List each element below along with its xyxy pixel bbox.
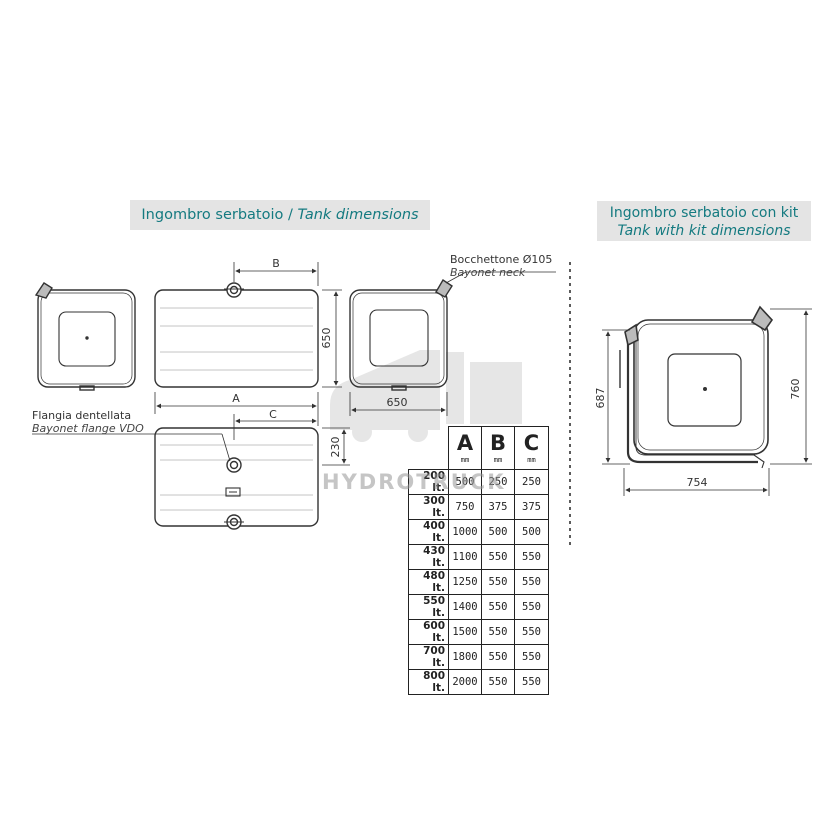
tank-end-view-right <box>349 279 453 391</box>
dim-b-cell: 550 <box>481 619 515 645</box>
flange-label-it: Flangia dentellata <box>32 409 131 422</box>
dim-b-cell: 550 <box>481 569 515 595</box>
capacity-cell: 480 lt. <box>408 569 449 595</box>
tank-top-view <box>154 427 319 530</box>
dimension-b <box>233 262 319 286</box>
kit-title-italic: Tank with kit dimensions <box>617 223 791 239</box>
dim-c-cell: 550 <box>514 569 549 595</box>
dim-b-cell: 550 <box>481 644 515 670</box>
dim-c-cell: 375 <box>514 494 549 520</box>
capacity-cell: 800 lt. <box>408 669 449 695</box>
dim-c-cell: 550 <box>514 619 549 645</box>
dim-a-cell: 1800 <box>448 644 482 670</box>
bayonet-neck-label-it: Bocchettone Ø105 <box>450 253 552 266</box>
dimension-650-width <box>349 392 448 416</box>
dim-c-cell: 250 <box>514 469 549 495</box>
dim-a-label: A <box>232 392 240 405</box>
dim-230-label: 230 <box>329 437 342 458</box>
tank-side-view-top <box>154 282 319 388</box>
dim-a-cell: 750 <box>448 494 482 520</box>
capacity-cell: 600 lt. <box>408 619 449 645</box>
dim-a-cell: 1000 <box>448 519 482 545</box>
dim-a-cell: 2000 <box>448 669 482 695</box>
dimension-650-height <box>322 289 342 388</box>
kit-height-right-label: 760 <box>789 379 802 400</box>
flange-label-en: Bayonet flange VDO <box>32 422 144 435</box>
bayonet-neck-leader <box>445 271 467 284</box>
dim-a-cell: 1100 <box>448 544 482 570</box>
dim-a-cell: 1400 <box>448 594 482 620</box>
dim-b-cell: 550 <box>481 594 515 620</box>
capacity-cell: 430 lt. <box>408 544 449 570</box>
dim-b-label: B <box>272 257 280 270</box>
dimension-754 <box>623 468 770 496</box>
capacity-cell: 300 lt. <box>408 494 449 520</box>
tank-title-sep: / <box>283 207 298 223</box>
watermark-text: HYDROTRUCK <box>322 470 506 494</box>
dim-c-cell: 550 <box>514 594 549 620</box>
dim-c-cell: 550 <box>514 544 549 570</box>
dimension-687 <box>602 329 630 465</box>
kit-height-left-label: 687 <box>594 388 607 409</box>
dimension-760 <box>770 308 812 465</box>
dim-b-cell: 550 <box>481 544 515 570</box>
capacity-cell: 700 lt. <box>408 644 449 670</box>
dimension-230 <box>322 427 350 466</box>
dim-a-cell: 1250 <box>448 569 482 595</box>
dim-c-cell: 500 <box>514 519 549 545</box>
bayonet-neck-label-en: Bayonet neck <box>450 266 526 279</box>
dim-c-cell: 550 <box>514 669 549 695</box>
dim-a-cell: 1500 <box>448 619 482 645</box>
dim-c-label: C <box>269 408 277 421</box>
dim-650-width-label: 650 <box>387 396 408 409</box>
tank-title-italic: Tank dimensions <box>297 207 419 223</box>
tank-end-view-left <box>34 282 136 391</box>
tank-dimensions-title: Ingombro serbatoio / Tank dimensions <box>130 200 430 230</box>
kit-dimensions-title: Ingombro serbatoio con kit Tank with kit… <box>597 201 811 241</box>
kit-title-main: Ingombro serbatoio con kit <box>609 205 799 221</box>
dim-650-height-label: 650 <box>320 328 333 349</box>
kit-width-label: 754 <box>687 476 708 489</box>
dimension-c <box>233 414 319 440</box>
flange-leader <box>221 433 231 462</box>
tank-title-main: Ingombro serbatoio <box>141 207 284 223</box>
dim-b-cell: 375 <box>481 494 515 520</box>
dimension-a <box>154 392 319 414</box>
dim-c-cell: 550 <box>514 644 549 670</box>
table-corner <box>408 426 449 470</box>
dim-b-cell: 550 <box>481 669 515 695</box>
dim-b-cell: 500 <box>481 519 515 545</box>
capacity-cell: 400 lt. <box>408 519 449 545</box>
capacity-cell: 550 lt. <box>408 594 449 620</box>
tank-with-kit-view <box>619 305 774 469</box>
